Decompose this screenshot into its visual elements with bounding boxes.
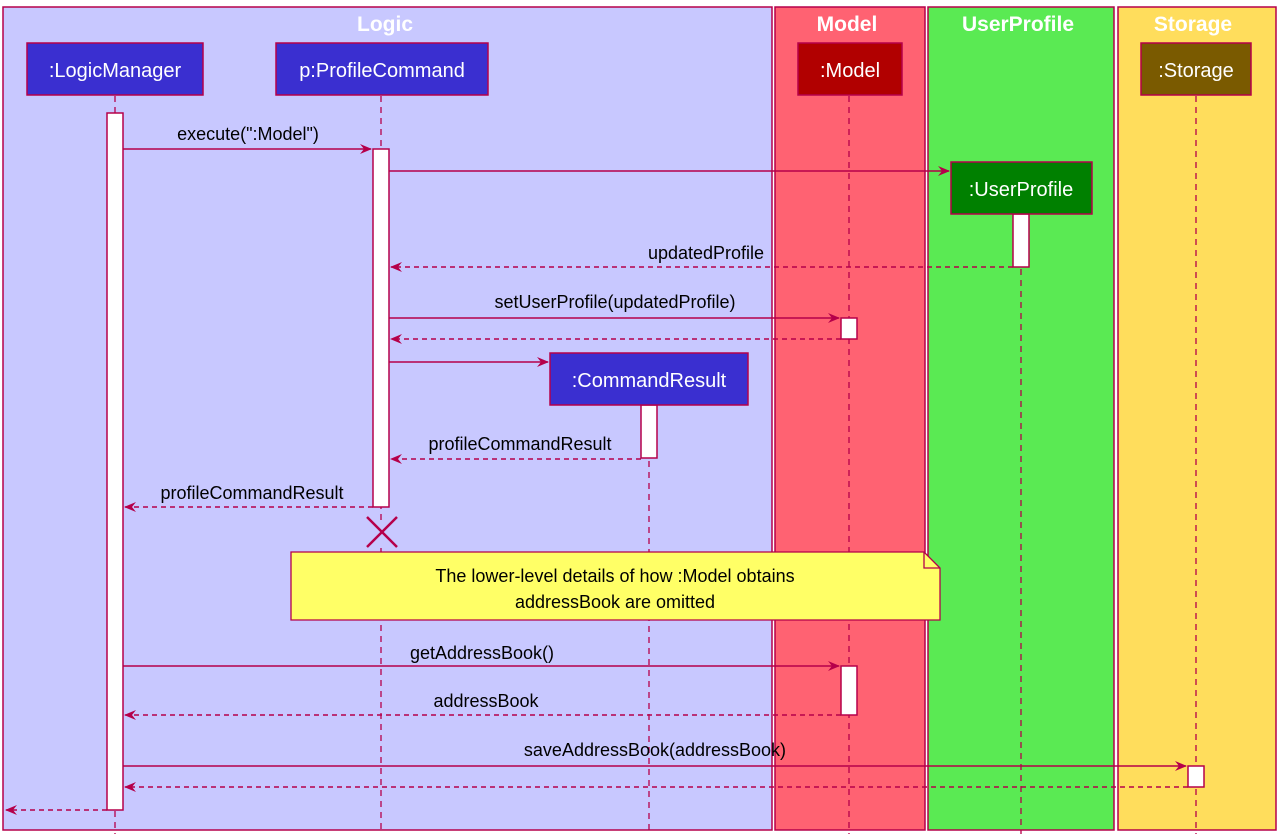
note-box bbox=[290, 551, 941, 621]
lane-logic-title: Logic bbox=[357, 13, 413, 36]
message-updatedprofile-label: updatedProfile bbox=[648, 243, 764, 263]
participant-logicmanager-box bbox=[26, 42, 204, 96]
participant-logicmanager: :LogicManager bbox=[26, 42, 204, 96]
lane-userprofile: UserProfile bbox=[927, 6, 1115, 831]
activation-model-2 bbox=[840, 665, 858, 716]
participant-model: :Model bbox=[797, 42, 903, 96]
participant-userprofile-label: :UserProfile bbox=[969, 179, 1073, 201]
participant-userprofile: :UserProfile bbox=[950, 161, 1093, 215]
note: The lower-level details of how :Model ob… bbox=[290, 551, 941, 621]
message-addressbook-label: addressBook bbox=[433, 691, 539, 711]
participant-storage: :Storage bbox=[1140, 42, 1252, 96]
participant-logicmanager-label: :LogicManager bbox=[49, 60, 182, 82]
destroy-x-icon bbox=[366, 516, 398, 548]
participant-profilecommand: p:ProfileCommand bbox=[275, 42, 489, 96]
activation-userprofile bbox=[1012, 213, 1030, 268]
participant-profilecommand-box bbox=[275, 42, 489, 96]
participant-profilecommand-label: p:ProfileCommand bbox=[299, 60, 465, 82]
note-line-2: addressBook are omitted bbox=[515, 592, 715, 612]
lane-storage: Storage bbox=[1117, 6, 1277, 831]
activation-profilecommand bbox=[372, 148, 390, 508]
message-saveaddressbook-label: saveAddressBook(addressBook) bbox=[524, 740, 786, 760]
lane-storage-box bbox=[1117, 6, 1277, 831]
participant-commandresult-box bbox=[549, 352, 749, 406]
participant-storage-label: :Storage bbox=[1158, 60, 1234, 82]
participant-model-box bbox=[797, 42, 903, 96]
message-getaddressbook-label: getAddressBook() bbox=[410, 643, 554, 663]
note-fold bbox=[923, 552, 940, 569]
message-profilecommandresult-1-label: profileCommandResult bbox=[428, 434, 611, 454]
message-execute-label: execute(":Model") bbox=[177, 124, 319, 144]
lane-userprofile-box bbox=[927, 6, 1115, 831]
participant-storage-box bbox=[1140, 42, 1252, 96]
lane-storage-title: Storage bbox=[1154, 13, 1232, 36]
participant-commandresult: :CommandResult bbox=[549, 352, 749, 406]
note-line-1: The lower-level details of how :Model ob… bbox=[435, 566, 794, 586]
participant-userprofile-box bbox=[950, 161, 1093, 215]
activation-storage bbox=[1187, 765, 1205, 788]
message-setuserprofile-label: setUserProfile(updatedProfile) bbox=[494, 292, 735, 312]
lane-model-title: Model bbox=[817, 13, 878, 36]
activation-commandresult bbox=[640, 404, 658, 459]
participant-model-label: :Model bbox=[820, 60, 880, 82]
activation-logicmanager bbox=[106, 112, 124, 811]
activation-model-1 bbox=[840, 317, 858, 340]
lane-userprofile-title: UserProfile bbox=[962, 13, 1074, 36]
message-profilecommandresult-2-label: profileCommandResult bbox=[160, 483, 343, 503]
participant-commandresult-label: :CommandResult bbox=[572, 370, 727, 392]
